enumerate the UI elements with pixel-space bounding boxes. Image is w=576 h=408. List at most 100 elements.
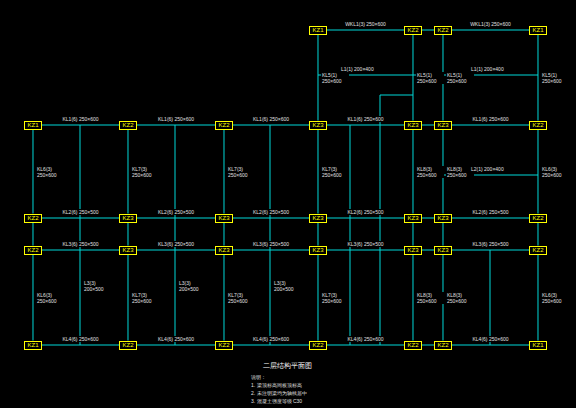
beam-line <box>32 223 33 246</box>
beam-label: KL5(1) 250×600 <box>416 72 444 84</box>
beam-line <box>42 345 120 346</box>
column-label: KZ2 <box>122 122 133 129</box>
beam-line <box>537 255 538 341</box>
note-text: 说明： <box>250 374 267 380</box>
column-mark: KZ3 <box>434 246 451 255</box>
beam-line <box>32 255 33 341</box>
beam-line <box>317 223 318 246</box>
beam-label: L2(1) 200×400 <box>470 166 505 172</box>
secondary-beam <box>80 125 81 345</box>
column-mark: KZ2 <box>309 341 326 350</box>
column-mark: KZ2 <box>119 341 136 350</box>
column-mark: KZ2 <box>24 214 41 223</box>
beam-label: KL5(1) 250×600 <box>321 72 349 84</box>
beam-line <box>317 130 318 214</box>
column-mark: KZ1 <box>24 121 41 130</box>
column-mark: KZ2 <box>529 214 546 223</box>
column-label: KZ1 <box>312 27 323 34</box>
column-label: KZ2 <box>122 342 133 349</box>
connector-layer <box>33 30 538 345</box>
column-label: KZ2 <box>532 247 543 254</box>
beam-line <box>452 250 530 251</box>
column-mark: KZ2 <box>434 341 451 350</box>
beam-label: KL2(6) 250×500 <box>252 209 290 215</box>
beam-line <box>327 250 405 251</box>
column-label: KZ3 <box>312 247 323 254</box>
column-label: KZ2 <box>218 122 229 129</box>
column-label: KZ2 <box>407 27 418 34</box>
beam-line <box>137 345 216 346</box>
beam-line <box>42 218 120 219</box>
column-mark: KZ2 <box>404 341 421 350</box>
column-mark: KZ3 <box>309 121 326 130</box>
secondary-beam <box>490 250 491 345</box>
beam-line <box>223 255 224 341</box>
beam-label: KL1(6) 250×600 <box>346 116 384 122</box>
beam-label: KL1(6) 250×600 <box>61 116 99 122</box>
column-mark: KZ3 <box>215 246 232 255</box>
beam-line <box>233 250 310 251</box>
beam-label: KL5(1) 250×600 <box>541 72 569 84</box>
beam-label: KL3(6) 250×500 <box>252 241 290 247</box>
beam-label: KL8(3) 250×600 <box>416 166 444 178</box>
beam-line <box>317 255 318 341</box>
column-mark: KZ2 <box>119 121 136 130</box>
beam-line <box>127 130 128 214</box>
column-mark: KZ2 <box>215 341 232 350</box>
column-label: KZ2 <box>27 215 38 222</box>
beam-label: KL2(6) 250×500 <box>346 209 384 215</box>
beam-label: KL1(6) 250×600 <box>252 116 290 122</box>
column-label: KZ3 <box>407 122 418 129</box>
beam-label: KL4(6) 250×600 <box>157 336 195 342</box>
beam-label: KL8(3) 250×600 <box>446 292 474 304</box>
column-label: KZ3 <box>122 215 133 222</box>
beam-label: KL6(3) 250×600 <box>541 292 569 304</box>
column-label: KZ3 <box>437 215 448 222</box>
column-mark: KZ3 <box>309 246 326 255</box>
column-mark: KZ2 <box>529 121 546 130</box>
beam-line <box>452 345 530 346</box>
beam-line <box>327 218 405 219</box>
column-label: KZ2 <box>407 342 418 349</box>
column-mark: KZ1 <box>529 341 546 350</box>
beam-line <box>452 125 530 126</box>
beam-line <box>422 345 435 346</box>
beam-line <box>452 218 530 219</box>
beam-line <box>422 250 435 251</box>
column-label: KZ3 <box>122 247 133 254</box>
beam-line <box>412 255 413 341</box>
beam-line <box>442 223 443 246</box>
beam-label: KL1(6) 250×600 <box>471 116 509 122</box>
column-label: KZ3 <box>312 215 323 222</box>
beam-line <box>422 125 435 126</box>
beam-line <box>233 218 310 219</box>
column-mark: KZ2 <box>215 121 232 130</box>
beam-label: KL7(3) 250×600 <box>321 292 349 304</box>
beam-line <box>137 218 216 219</box>
beam-label: KL4(6) 250×600 <box>346 336 384 342</box>
beam-label: L1(1) 200×400 <box>470 66 505 72</box>
column-label: KZ2 <box>532 122 543 129</box>
beam-label: KL4(6) 250×600 <box>252 336 290 342</box>
column-mark: KZ1 <box>309 26 326 35</box>
beam-label: KL4(6) 250×600 <box>471 336 509 342</box>
note-text: 3. 混凝土强度等级 C30 <box>250 398 303 404</box>
beam-line <box>452 30 530 31</box>
column-mark: KZ2 <box>434 26 451 35</box>
beam-label: KL7(3) 250×600 <box>321 166 349 178</box>
column-label: KZ3 <box>218 215 229 222</box>
drawing-title: 二层结构平面图 <box>262 362 313 370</box>
column-mark: KZ3 <box>404 121 421 130</box>
beam-label: KL3(6) 250×500 <box>61 241 99 247</box>
secondary-beam <box>380 95 381 345</box>
column-label: KZ2 <box>437 27 448 34</box>
beam-line <box>223 223 224 246</box>
column-label: KZ1 <box>532 27 543 34</box>
column-label: KZ2 <box>27 247 38 254</box>
beam-label: KL6(3) 250×600 <box>36 292 64 304</box>
column-mark: KZ2 <box>529 246 546 255</box>
column-label: KZ2 <box>312 342 323 349</box>
beam-label: KL8(3) 250×600 <box>416 292 444 304</box>
